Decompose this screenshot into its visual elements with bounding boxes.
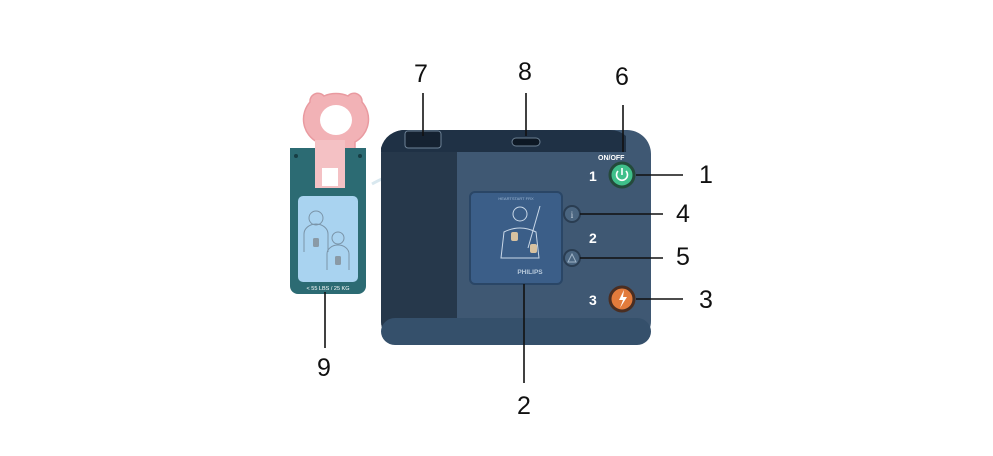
child-figure-icon	[303, 210, 350, 270]
pad-placement-button[interactable]	[563, 249, 581, 267]
step-3-label: 3	[589, 292, 597, 308]
callout-2: 2	[517, 392, 531, 420]
key-ring-hole	[320, 105, 352, 135]
on-off-label: ON/OFF	[598, 155, 625, 162]
power-icon	[615, 168, 629, 182]
patient-torso-icon	[500, 205, 541, 259]
device-grip	[381, 130, 457, 345]
key-slot	[322, 168, 338, 186]
screen-header: HEARTSTART FRX	[498, 196, 534, 201]
callout-6: 6	[615, 63, 629, 91]
callout-1: 1	[699, 161, 713, 189]
brand-logo: PHILIPS	[517, 269, 543, 276]
key-weight-label: < 55 LBS / 25 KG	[307, 286, 350, 292]
step-2-label: 2	[589, 230, 597, 246]
callout-7: 7	[414, 60, 428, 88]
callout-3: 3	[699, 286, 713, 314]
warning-icon	[567, 252, 577, 263]
info-icon: i	[571, 210, 574, 220]
leader-lines	[324, 93, 683, 383]
callout-4: 4	[676, 200, 690, 228]
callout-9: 9	[317, 354, 331, 382]
pad-marker-icon	[313, 238, 319, 247]
ready-light	[511, 137, 541, 147]
callout-5: 5	[676, 243, 690, 271]
aed-device: ON/OFF 1 2 3 i HEARTSTART FRX PHILIPS	[371, 129, 651, 345]
lightning-icon	[619, 290, 627, 308]
step-1-label: 1	[589, 168, 597, 184]
callout-8: 8	[518, 58, 532, 86]
infant-child-key: < 55 LBS / 25 KG	[290, 92, 370, 294]
pad-marker-icon	[511, 232, 518, 241]
pad-marker-icon	[335, 256, 341, 265]
pad-marker-icon	[530, 244, 537, 253]
